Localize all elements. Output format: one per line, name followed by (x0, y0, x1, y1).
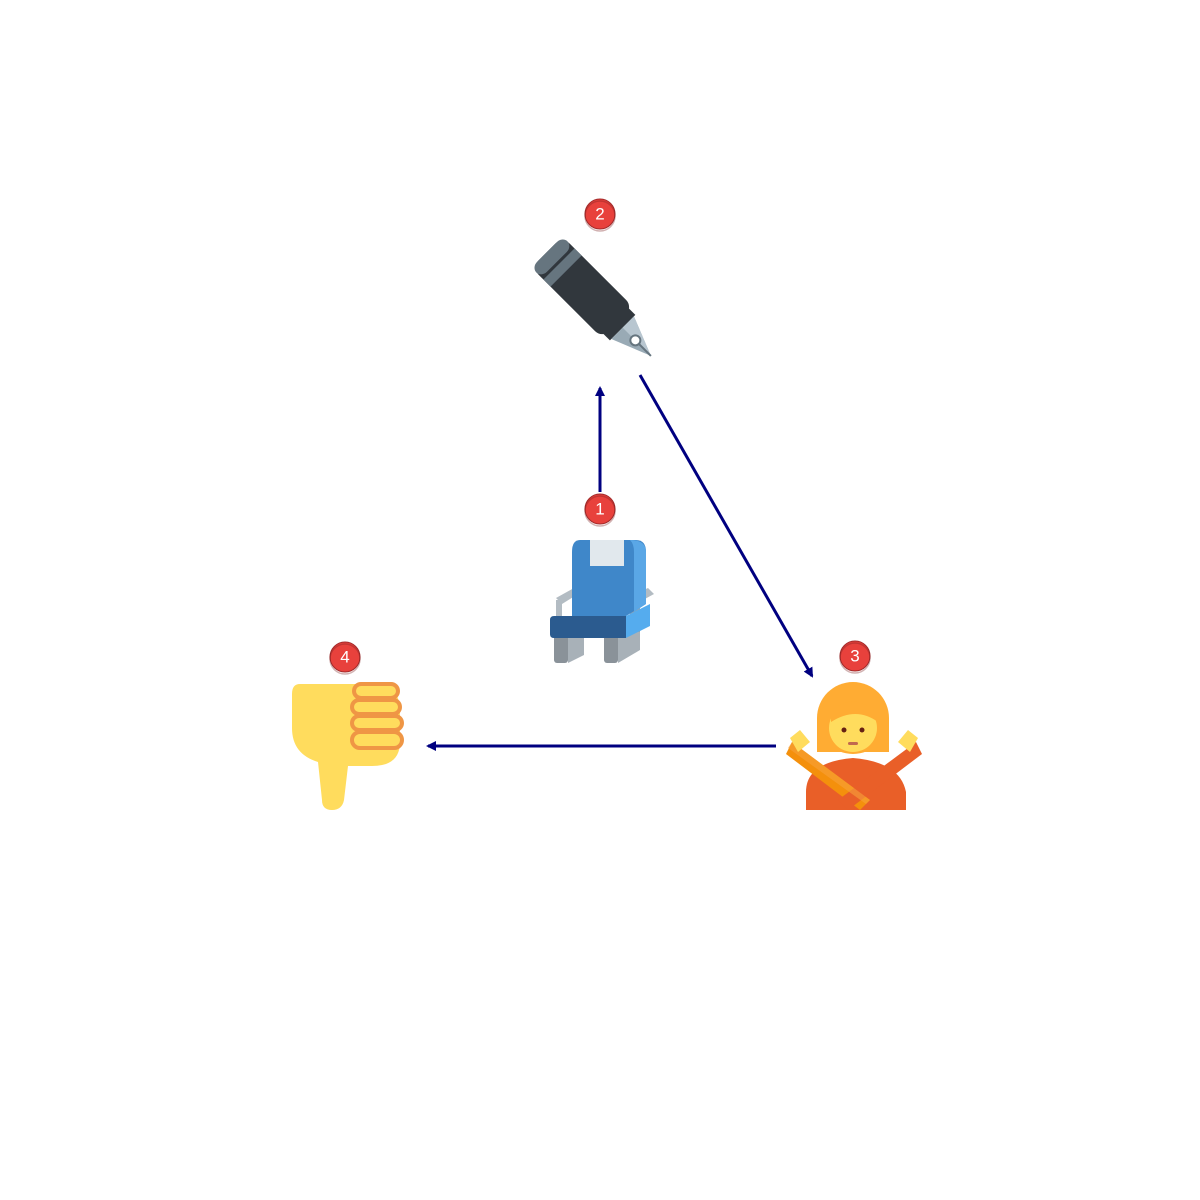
badge-1-label: 1 (595, 500, 604, 519)
badge-3: 3 (839, 640, 871, 674)
fountain-pen-icon (534, 239, 652, 357)
badge-4: 4 (329, 641, 361, 675)
person-gesturing-no-icon (786, 682, 922, 810)
badge-2-label: 2 (595, 205, 604, 224)
badge-2: 2 (584, 198, 616, 232)
badge-4-label: 4 (340, 648, 349, 667)
thumbs-down-icon (292, 682, 404, 810)
seat-icon (550, 540, 654, 663)
node-person: 3 (786, 640, 922, 810)
node-pen: 2 (534, 198, 652, 357)
edge-2-to-3 (638, 374, 814, 678)
badge-3-label: 3 (850, 647, 859, 666)
node-thumbs: 4 (292, 641, 404, 810)
node-seat: 1 (550, 493, 654, 663)
badge-1: 1 (584, 493, 616, 527)
